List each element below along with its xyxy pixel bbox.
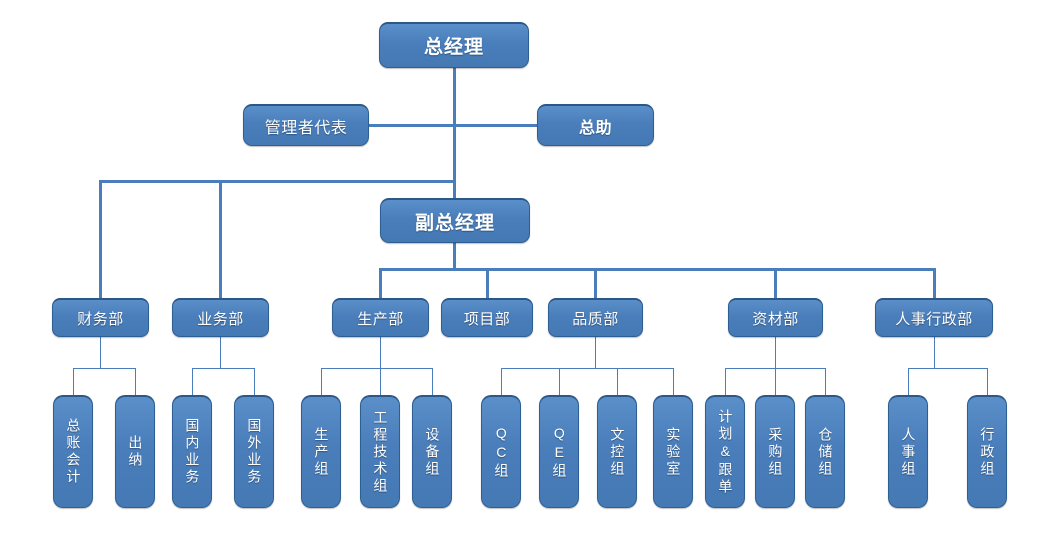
node-department-finance[interactable]: 财务部 [52,298,149,337]
connector-drop-finance [99,180,102,299]
connector-quality-to-laboratory [673,368,674,395]
connector-upper-bus [99,180,456,183]
connector-production-to-equipment [432,368,433,395]
connector-drop-production [379,268,382,299]
connector-business-stem [220,336,221,369]
node-team-laboratory[interactable]: 实验室 [653,395,693,508]
connector-finance-stem [100,336,101,369]
node-team-domestic-business[interactable]: 国内业务 [172,395,212,508]
connector-business-bus [192,368,254,369]
connector-quality-to-qe [559,368,560,395]
node-team-hr[interactable]: 人事组 [888,395,928,508]
connector-deputy-drop [453,243,456,270]
connector-management-rep [368,124,456,127]
connector-finance-to-cashier [135,368,136,395]
connector-materials-stem [775,336,776,369]
connector-general-assistant [453,124,538,127]
node-general-manager[interactable]: 总经理 [379,22,529,68]
connector-production-to-team [321,368,322,395]
connector-quality-to-doc-control [617,368,618,395]
node-team-general-ledger-accounting[interactable]: 总账会计 [53,395,93,508]
connector-quality-stem [595,336,596,369]
node-department-materials[interactable]: 资材部 [728,298,823,337]
node-general-assistant[interactable]: 总助 [537,104,654,146]
connector-hr-admin-stem [934,336,935,369]
node-team-warehouse[interactable]: 仓储组 [805,395,845,508]
node-team-admin[interactable]: 行政组 [967,395,1007,508]
node-team-qe[interactable]: QE组 [539,395,579,508]
connector-gm-trunk [453,68,456,200]
node-department-project[interactable]: 项目部 [441,298,533,337]
node-team-overseas-business[interactable]: 国外业务 [234,395,274,508]
node-department-production[interactable]: 生产部 [332,298,429,337]
connector-drop-materials [774,268,777,299]
connector-materials-to-planning [725,368,726,395]
connector-materials-to-purchasing [775,368,776,395]
node-management-representative[interactable]: 管理者代表 [243,104,369,146]
node-team-production[interactable]: 生产组 [301,395,341,508]
node-team-purchasing[interactable]: 采购组 [755,395,795,508]
connector-business-to-domestic [192,368,193,395]
connector-finance-to-accounting [73,368,74,395]
connector-production-stem [380,336,381,369]
connector-quality-bus [501,368,673,369]
node-department-business[interactable]: 业务部 [172,298,269,337]
node-deputy-general-manager[interactable]: 副总经理 [380,198,530,243]
connector-hr-admin-to-admin [987,368,988,395]
connector-quality-to-qc [501,368,502,395]
connector-production-to-engineering [380,368,381,395]
connector-drop-business [219,180,222,299]
connector-drop-hr-admin [933,268,936,299]
node-team-engineering-tech[interactable]: 工程技术组 [360,395,400,508]
connector-hr-admin-to-hr [908,368,909,395]
node-department-quality[interactable]: 品质部 [548,298,643,337]
node-team-equipment[interactable]: 设备组 [412,395,452,508]
connector-drop-project [486,268,489,299]
connector-deputy-bus [379,268,936,271]
connector-business-to-overseas [254,368,255,395]
node-team-document-control[interactable]: 文控组 [597,395,637,508]
connector-hr-admin-bus [908,368,987,369]
node-team-qc[interactable]: QC组 [481,395,521,508]
node-department-hr-admin[interactable]: 人事行政部 [875,298,993,337]
connector-production-bus [321,368,432,369]
connector-drop-quality [594,268,597,299]
connector-materials-to-warehouse [825,368,826,395]
connector-finance-bus [73,368,135,369]
node-team-cashier[interactable]: 出纳 [115,395,155,508]
node-team-planning-merchandising[interactable]: 计划&跟单 [705,395,745,508]
